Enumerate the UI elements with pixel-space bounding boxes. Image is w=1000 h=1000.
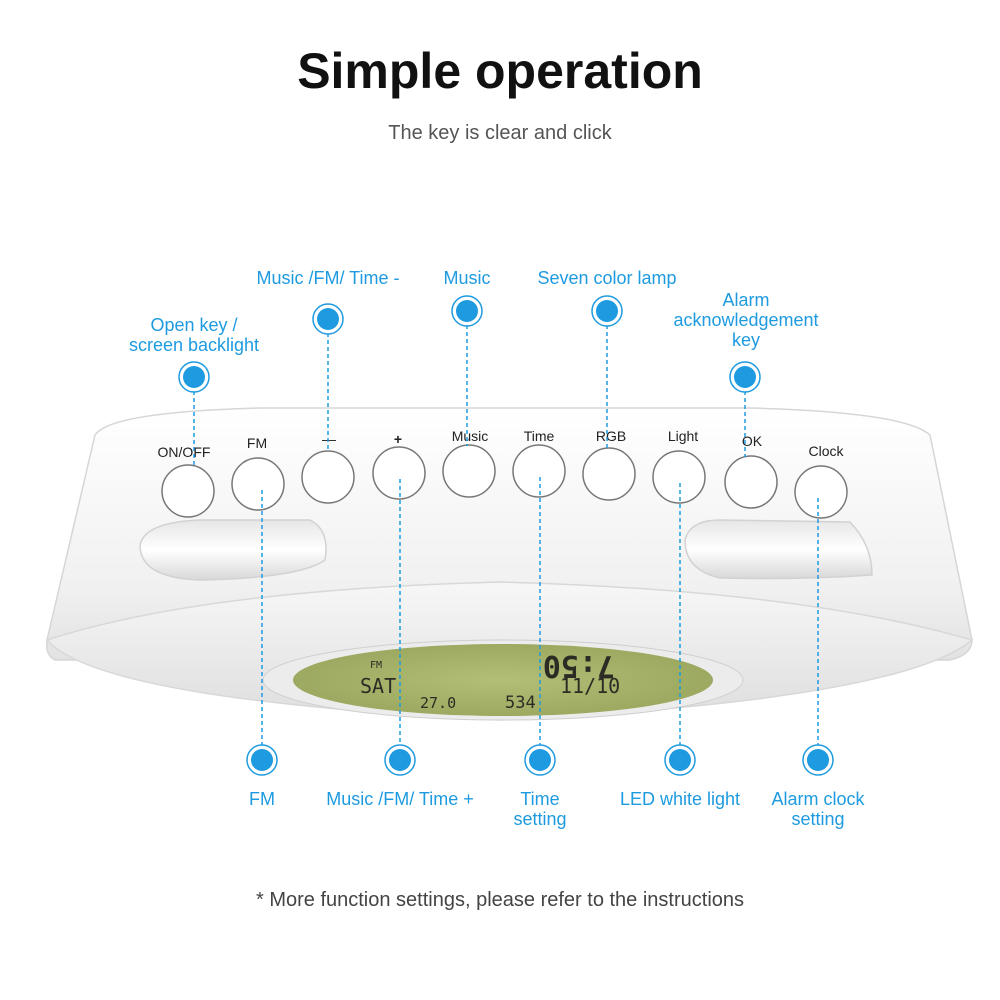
callout-minus: Music /FM/ Time -	[256, 268, 400, 288]
lcd-temp: 27.0	[420, 694, 456, 712]
lcd-time: 7:50	[543, 648, 615, 683]
right-speaker-grill	[684, 519, 873, 580]
plus-button[interactable]	[372, 446, 426, 500]
button-label-rgb: RGB	[596, 428, 626, 444]
lcd-date: 11/10	[560, 674, 620, 698]
device-buttons	[161, 444, 848, 519]
dot-time	[524, 744, 556, 776]
dot-plus	[384, 744, 416, 776]
lcd-screen	[293, 644, 713, 716]
button-label-fm: FM	[247, 435, 267, 451]
callout-open-key: Open key / screen backlight	[104, 315, 284, 355]
callout-open-key-line1: Open key /	[150, 315, 238, 335]
callout-time: Time setting	[480, 789, 600, 829]
clock-button[interactable]	[794, 465, 848, 519]
time-button[interactable]	[512, 444, 566, 498]
lcd-day: SAT	[360, 674, 396, 698]
callout-ok: Alarm acknowledgement key	[660, 290, 832, 350]
callout-rgb: Seven color lamp	[537, 268, 677, 288]
button-label-clock: Clock	[808, 443, 844, 459]
callout-ok-line1: Alarm	[722, 290, 770, 310]
minus-button[interactable]	[301, 450, 355, 504]
lcd-mode: FM	[370, 660, 382, 671]
music-button[interactable]	[442, 444, 496, 498]
dot-minus	[312, 303, 344, 335]
button-label-light: Light	[668, 428, 698, 444]
dot-clock	[802, 744, 834, 776]
callout-fm: FM	[249, 789, 275, 809]
button-label-ok: OK	[742, 433, 763, 449]
callout-clock: Alarm clock setting	[748, 789, 888, 829]
callout-ok-line2: acknowledgement	[673, 310, 819, 330]
ok-button[interactable]	[724, 455, 778, 509]
dot-rgb	[591, 295, 623, 327]
dot-fm	[246, 744, 278, 776]
dot-on-off	[178, 361, 210, 393]
leader-lines	[193, 311, 819, 760]
on-off-button[interactable]	[161, 464, 215, 518]
fm-button[interactable]	[231, 457, 285, 511]
callout-light: LED white light	[619, 789, 741, 809]
callout-time-line1: Time	[520, 789, 560, 809]
dot-light	[664, 744, 696, 776]
callout-time-line2: setting	[513, 809, 567, 829]
dot-music	[451, 295, 483, 327]
callout-clock-line2: setting	[791, 809, 845, 829]
rgb-button[interactable]	[582, 447, 636, 501]
button-label-time: Time	[524, 428, 555, 444]
callout-plus: Music /FM/ Time +	[326, 789, 474, 809]
callout-open-key-line2: screen backlight	[128, 335, 260, 355]
callout-ok-line3: key	[731, 330, 760, 350]
button-labels: ON/OFF FM — + Music Time RGB Light OK Cl…	[158, 428, 845, 460]
button-label-plus: +	[394, 431, 402, 447]
dot-ok	[729, 361, 761, 393]
button-label-minus: —	[322, 431, 336, 447]
left-speaker-grill	[139, 519, 327, 581]
page-title: Simple operation	[297, 43, 703, 99]
lcd-year: 534	[505, 693, 536, 713]
footnote: * More function settings, please refer t…	[255, 889, 745, 911]
button-label-on-off: ON/OFF	[158, 444, 211, 460]
page-subtitle: The key is clear and click	[388, 122, 612, 144]
light-button[interactable]	[652, 450, 706, 504]
callout-music: Music	[443, 268, 491, 288]
callout-dots	[178, 295, 834, 776]
button-label-music: Music	[452, 428, 489, 444]
callout-clock-line1: Alarm clock	[771, 789, 865, 809]
